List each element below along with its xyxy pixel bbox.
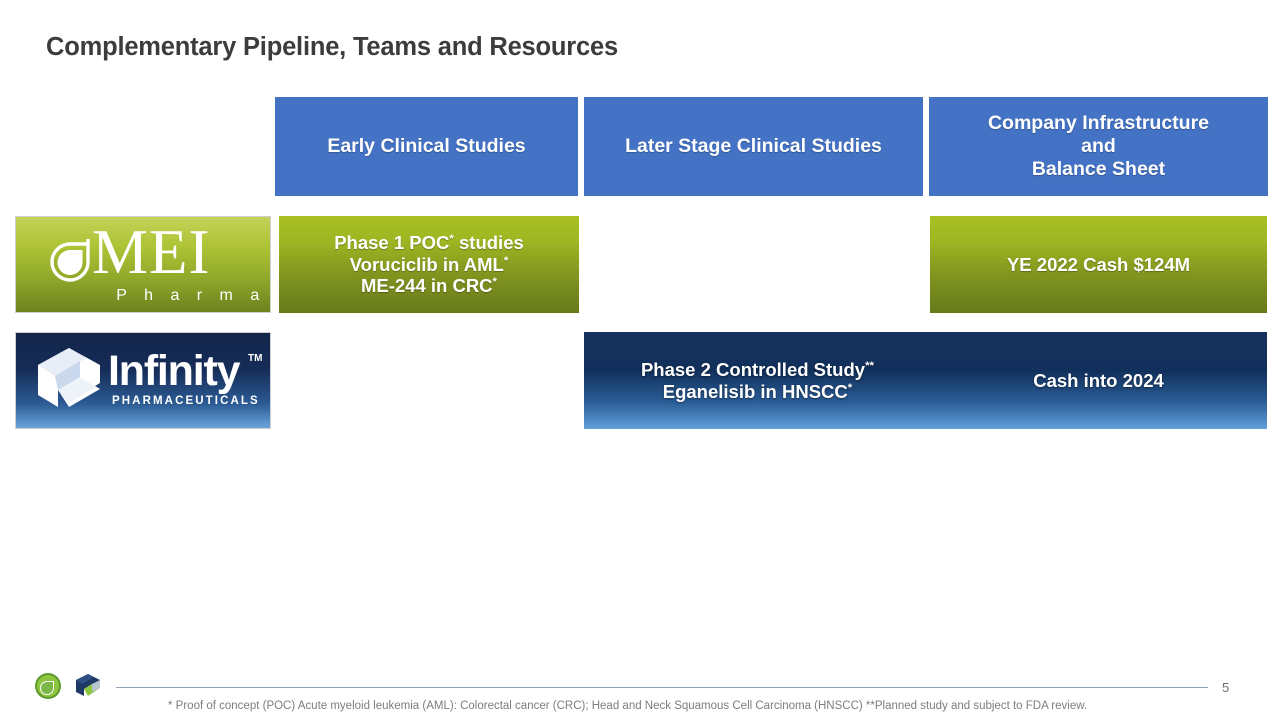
footnote-marker: * xyxy=(449,232,454,245)
footer-mei-icon xyxy=(35,673,61,699)
cell-line-2: Eganelisib in HNSCC xyxy=(662,380,848,402)
cell-mei-early-clinical-studies: Phase 1 POC* studies Voruciclib in AML* … xyxy=(279,216,579,313)
infinity-subtext: PHARMACEUTICALS xyxy=(112,395,260,407)
footnote-marker: * xyxy=(492,276,498,289)
cell-infinity-later-stage-clinical-studies: Phase 2 Controlled Study** Eganelisib in… xyxy=(584,332,931,429)
column-header-company-infrastructure-and-balance-sheet: Company Infrastructure and Balance Sheet xyxy=(929,97,1268,196)
column-header-label: Early Clinical Studies xyxy=(327,135,526,157)
infinity-wordmark: Infinity xyxy=(108,347,241,395)
trademark-symbol: TM xyxy=(248,353,263,364)
footnote-text: * Proof of concept (POC) Acute myeloid l… xyxy=(168,700,1088,712)
cell-line-1: YE 2022 Cash $124M xyxy=(1006,253,1191,275)
cell-mei-balance-sheet: YE 2022 Cash $124M xyxy=(930,216,1267,313)
column-header-later-stage-clinical-studies: Later Stage Clinical Studies xyxy=(584,97,923,196)
cell-line-1: Cash into 2024 xyxy=(1033,369,1164,391)
infinity-hexagon-ribbon-icon xyxy=(30,343,108,421)
footnote-marker: * xyxy=(503,254,509,267)
logo-mei-pharma: MEI P h a r m a xyxy=(15,216,271,313)
mei-wordmark: MEI xyxy=(92,217,211,287)
column-header-line-1: Company Infrastructure xyxy=(987,112,1210,134)
logo-infinity-pharmaceuticals: Infinity TM PHARMACEUTICALS xyxy=(15,332,271,429)
cell-infinity-balance-sheet: Cash into 2024 xyxy=(930,332,1267,429)
cell-line-1: Phase 2 Controlled Study xyxy=(640,358,866,380)
footer-logos xyxy=(34,671,106,701)
column-header-early-clinical-studies: Early Clinical Studies xyxy=(275,97,578,196)
cell-line-2: Voruciclib in AML xyxy=(349,253,504,275)
footnote-marker: ** xyxy=(865,359,875,372)
footer-divider xyxy=(116,687,1208,688)
cell-line-1-tail: studies xyxy=(453,231,524,253)
mei-subtext: P h a r m a xyxy=(116,287,266,304)
column-header-line-3: Balance Sheet xyxy=(1031,158,1166,180)
column-header-label: Later Stage Clinical Studies xyxy=(625,135,882,157)
column-header-label: Company Infrastructure and Balance Sheet xyxy=(982,112,1215,181)
mei-leaf-icon xyxy=(44,234,96,286)
page-title: Complementary Pipeline, Teams and Resour… xyxy=(46,33,618,61)
footer-infinity-icon xyxy=(76,674,100,696)
cell-line-1: Phase 1 POC xyxy=(334,231,450,253)
page-number: 5 xyxy=(1222,680,1230,695)
footnote-marker: * xyxy=(847,381,853,394)
column-header-line-2: and xyxy=(1081,135,1116,157)
cell-line-3: ME-244 in CRC xyxy=(360,275,493,297)
